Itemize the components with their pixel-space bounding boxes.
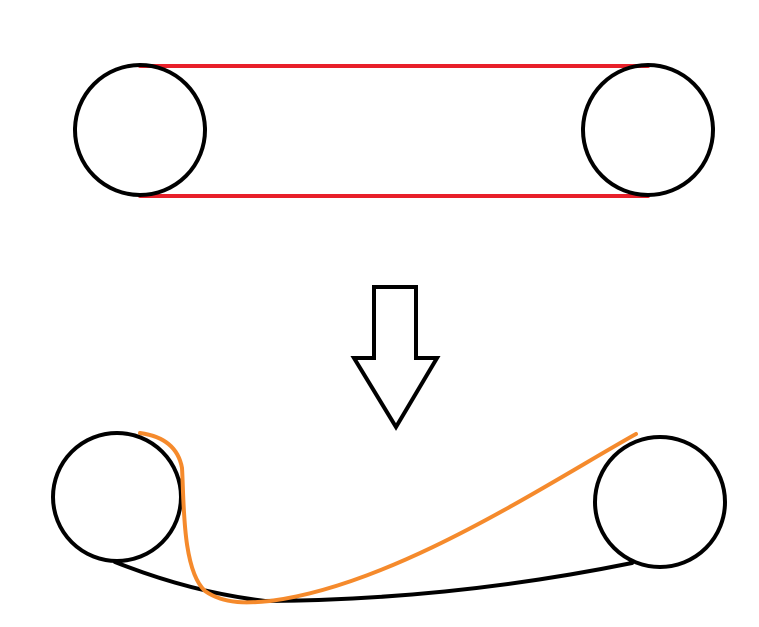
orange-belt-strand xyxy=(138,431,638,605)
black-belt-lower-strand xyxy=(113,560,634,604)
down-arrow-icon xyxy=(350,285,441,431)
right-pulley-top xyxy=(581,63,715,197)
taut-belt-diagram xyxy=(73,63,715,198)
sagging-belt-diagram xyxy=(51,431,727,605)
right-pulley-bottom xyxy=(593,435,727,569)
left-pulley-top xyxy=(73,63,207,197)
